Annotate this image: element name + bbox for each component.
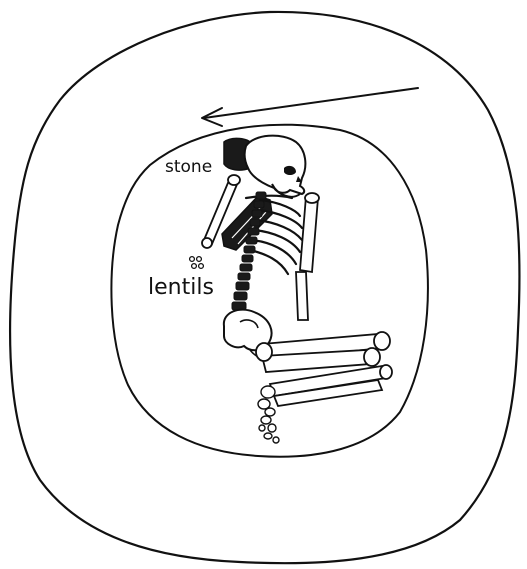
outer-pit-outline — [10, 12, 519, 563]
lentils-label: lentils — [148, 275, 214, 300]
orientation-arrow-icon — [202, 88, 418, 126]
right-arm-bones — [296, 193, 319, 320]
lentils-icon — [190, 257, 204, 269]
skull-icon — [245, 136, 306, 197]
stone-label: stone — [165, 157, 212, 177]
femur-bones — [256, 332, 390, 372]
